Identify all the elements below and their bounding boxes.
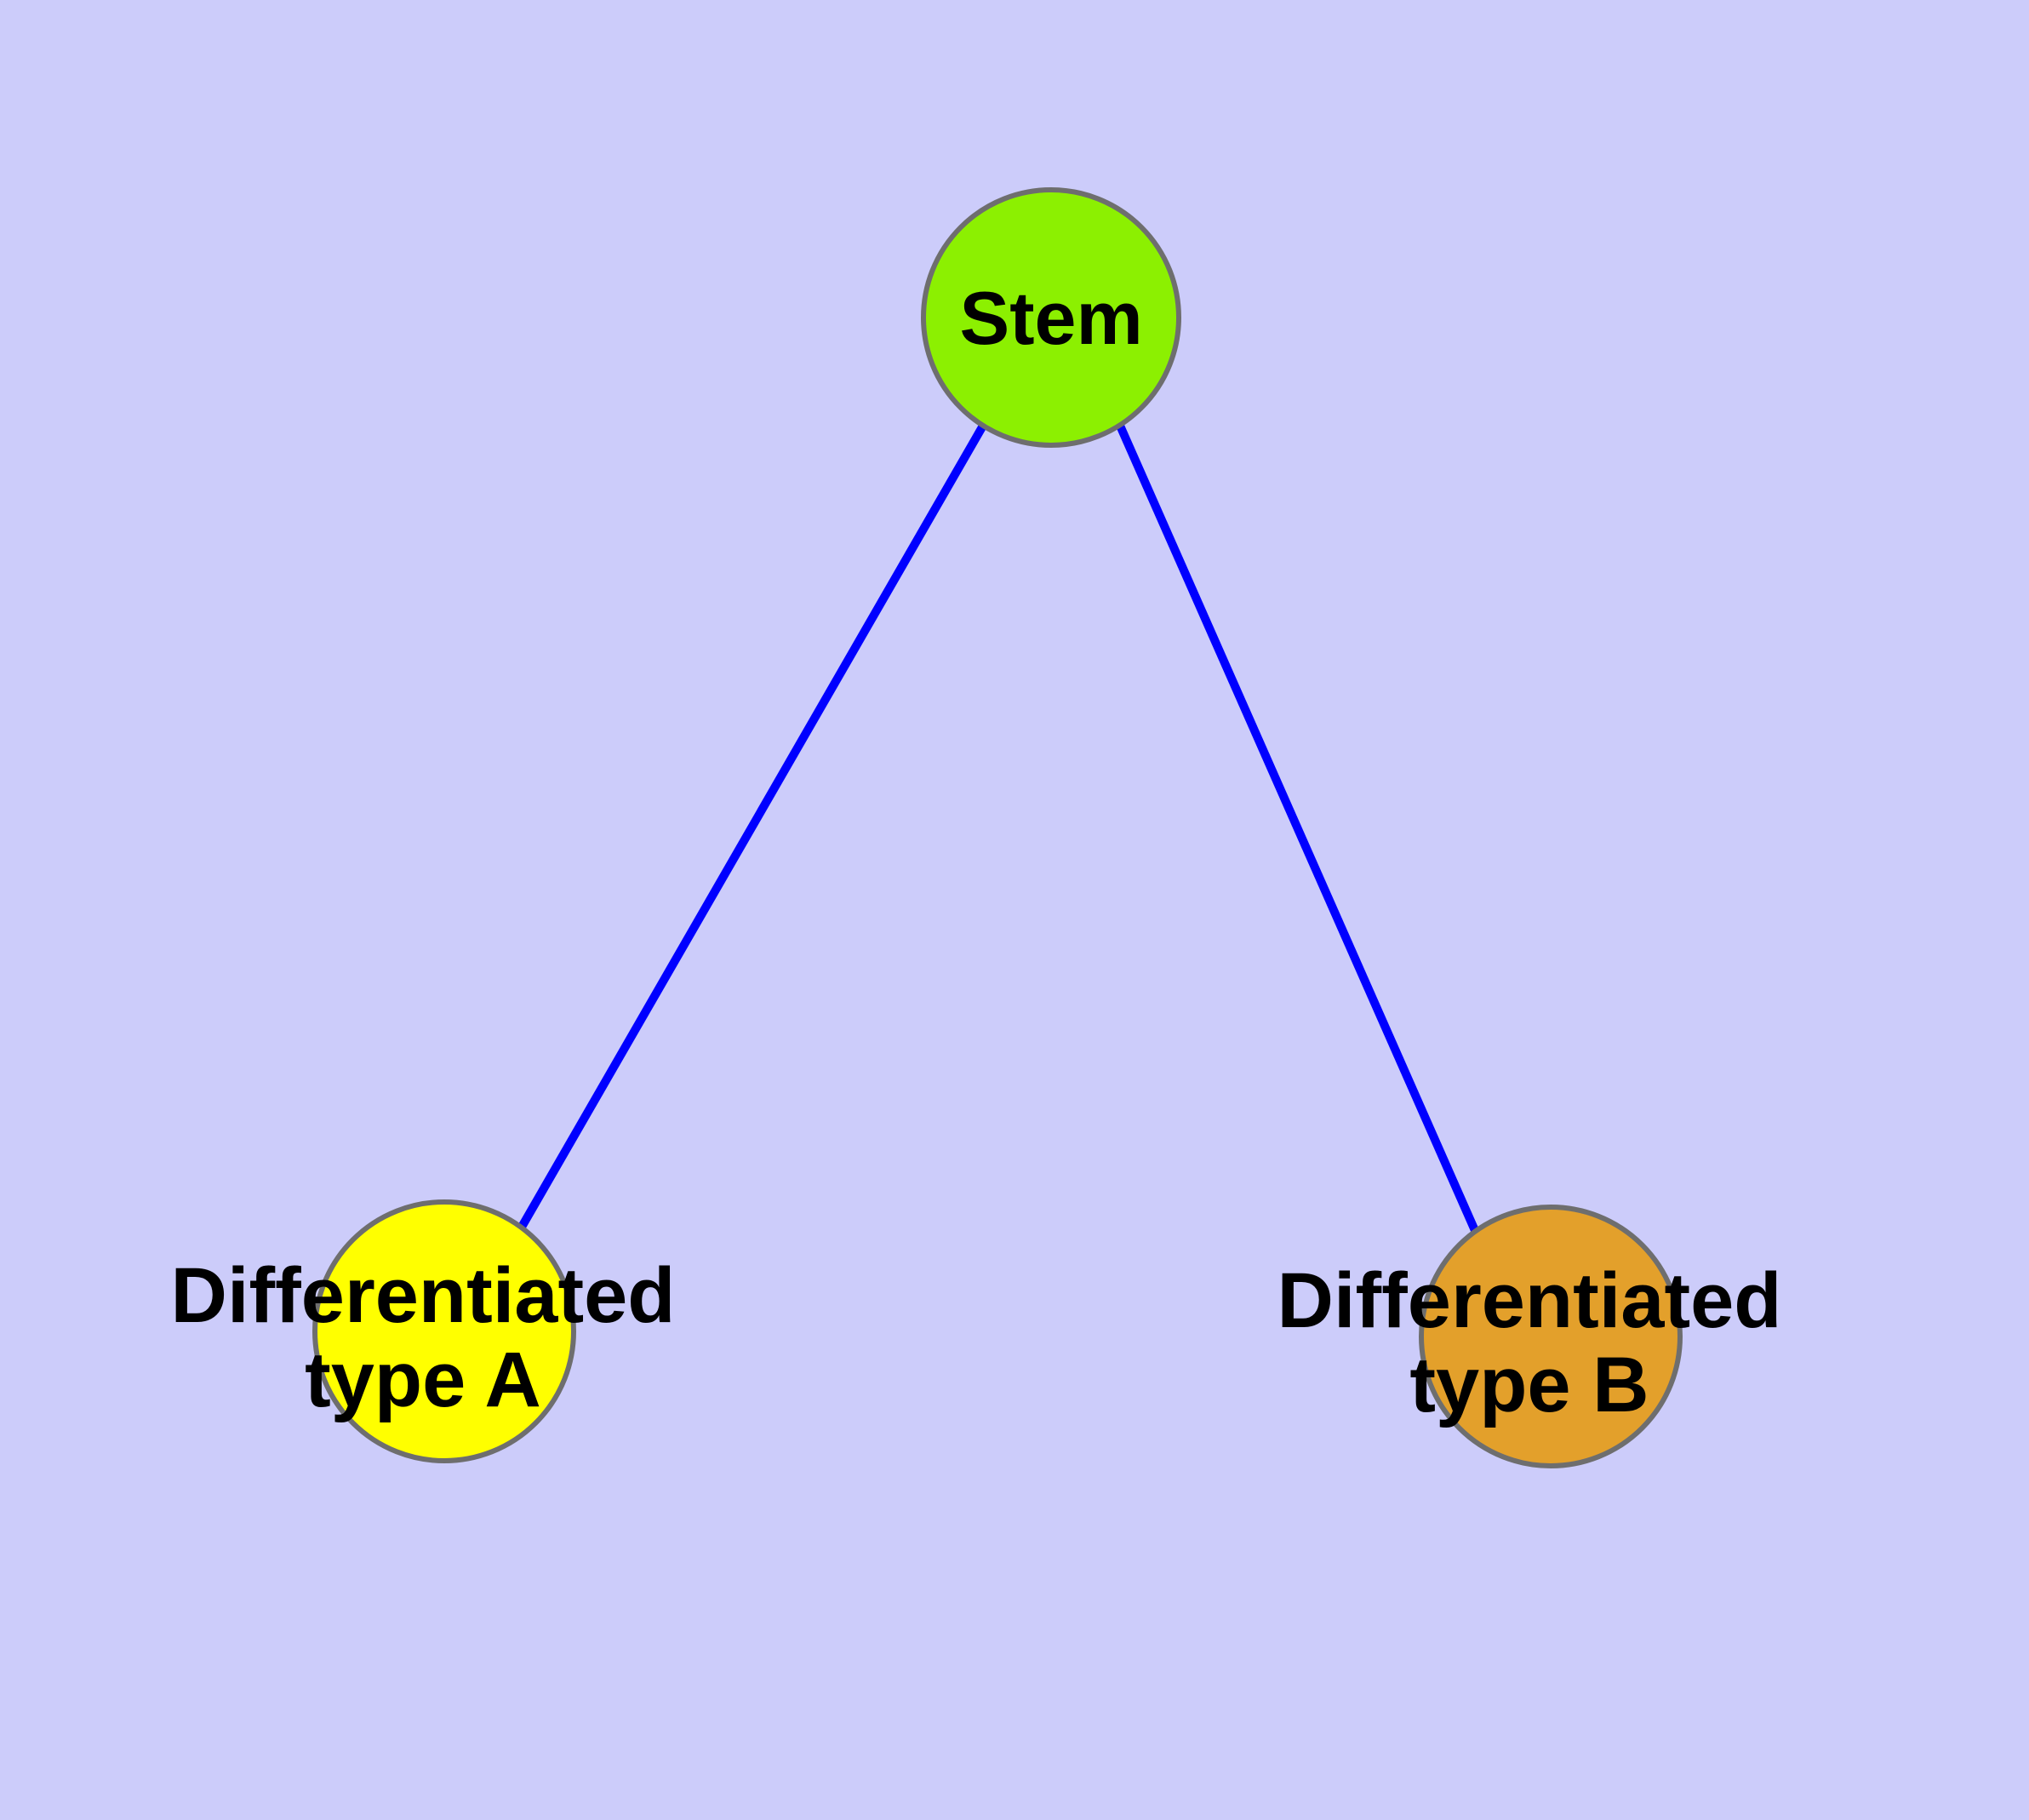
node-diff-b[interactable] (1419, 1205, 1683, 1468)
node-diff-a[interactable] (312, 1199, 576, 1463)
edge-stem-to-diff-b[interactable] (1116, 423, 1481, 1237)
node-stem[interactable] (921, 187, 1181, 448)
edges-layer (517, 423, 1481, 1237)
edge-stem-to-diff-a[interactable] (517, 423, 987, 1231)
nodes-layer (312, 187, 1683, 1468)
